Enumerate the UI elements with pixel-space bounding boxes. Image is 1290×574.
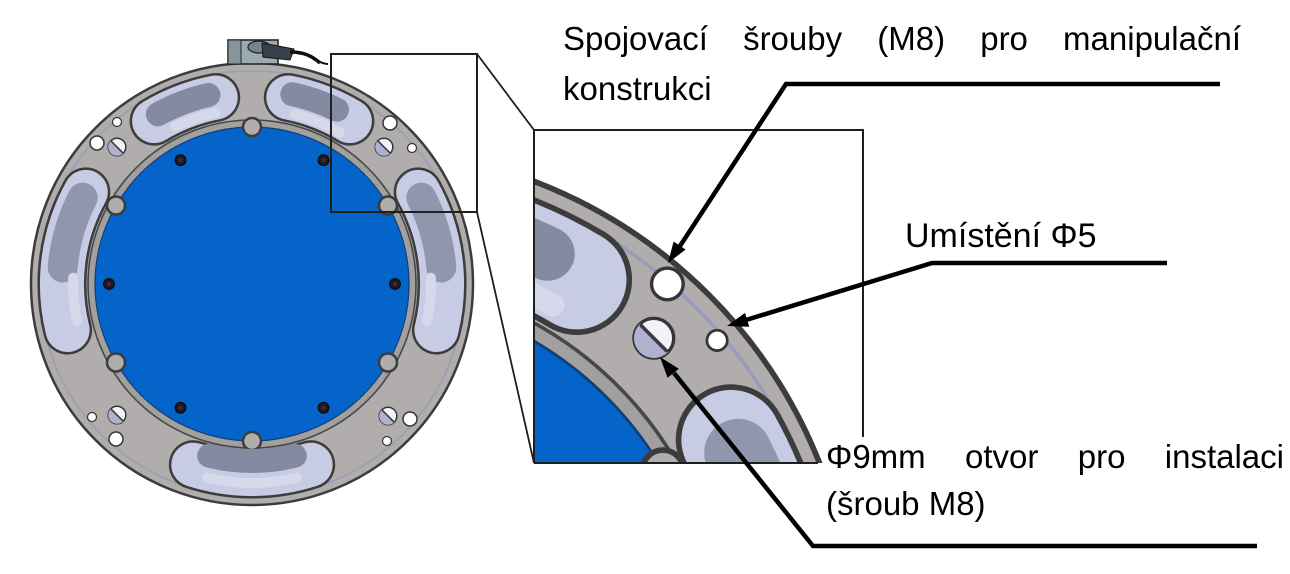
main-disc-view — [31, 63, 473, 505]
annotation-line: konstrukci — [563, 70, 712, 107]
projection-line-bottom — [476, 211, 535, 464]
leader-top-screws — [668, 81, 1220, 263]
cable — [289, 50, 322, 65]
projection-line-top — [476, 53, 535, 131]
annotation-line: Spojovací šrouby (M8) pro manipulační — [563, 20, 1241, 57]
annotation-line: Φ9mm otvor pro instalaci — [826, 438, 1284, 475]
annotation-line: Umístění Φ5 — [905, 217, 1097, 255]
annotation-phi5-location: Umístění Φ5 — [905, 216, 1097, 256]
leader-phi9-hole — [660, 357, 1257, 549]
leader-phi5-hole — [727, 260, 1167, 327]
cable-connector — [227, 39, 329, 65]
annotation-connection-screws: Spojovací šrouby (M8) pro manipulační ko… — [563, 14, 1241, 114]
annotation-line: (šroub M8) — [826, 485, 986, 522]
annotation-phi9-hole: Φ9mm otvor pro instalaci (šroub M8) — [826, 433, 1284, 527]
zoom-source-rectangle — [330, 53, 478, 213]
